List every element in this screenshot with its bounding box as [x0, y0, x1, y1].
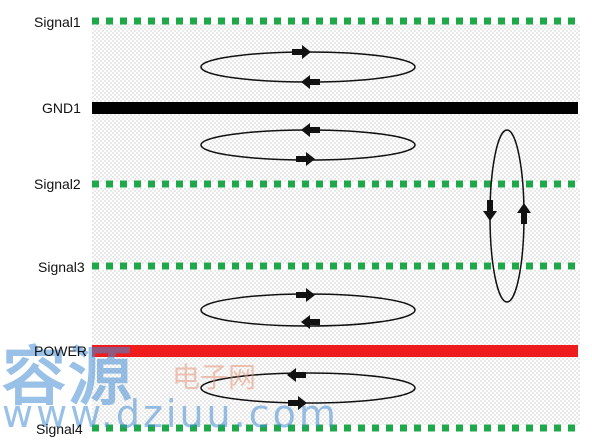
layer-label-signal4: Signal4 [36, 421, 83, 437]
arrow-left-icon [287, 368, 306, 382]
layer-label-signal3: Signal3 [38, 259, 85, 275]
arrow-right-icon [296, 288, 315, 302]
dielectric-layer-5 [92, 357, 580, 425]
arrow-right-icon [288, 396, 307, 410]
arrow-right-icon [292, 45, 311, 59]
gnd1-plane [92, 102, 578, 114]
arrow-right-icon [296, 152, 315, 166]
layer-label-signal1: Signal1 [34, 14, 81, 30]
layer-label-power: POWER [34, 343, 87, 359]
dielectric-layer-2 [92, 114, 580, 182]
power-plane [92, 345, 578, 357]
arrow-left-icon [301, 123, 320, 137]
arrow-up-icon [517, 203, 531, 224]
layer-label-gnd1: GND1 [42, 100, 81, 116]
arrow-left-icon [301, 315, 320, 329]
dielectric-layer-3 [92, 188, 580, 264]
return-loop-power-signal4 [200, 372, 416, 404]
arrow-left-icon [301, 75, 320, 89]
dielectric-layer-1 [92, 24, 580, 102]
dielectric-layer-4 [92, 270, 580, 345]
layer-label-signal2: Signal2 [34, 176, 81, 192]
arrow-down-icon [483, 200, 497, 221]
